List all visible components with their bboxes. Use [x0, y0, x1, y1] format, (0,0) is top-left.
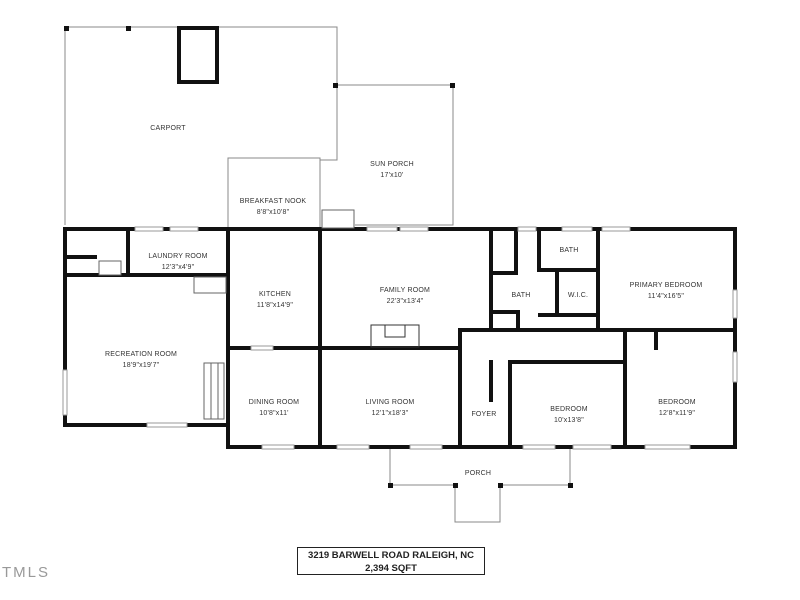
room-size: 17'x10' — [380, 172, 404, 179]
room-size: 22'3"x13'4" — [386, 298, 424, 305]
room-label-bath: BATH — [512, 290, 531, 301]
room-name: BREAKFAST NOOK — [239, 198, 307, 205]
room-size: 18'9"x19'7" — [122, 362, 160, 369]
room-label-breakfast-nook: BREAKFAST NOOK 8'8"x10'8" — [240, 196, 306, 218]
breakfast-nook-outline — [227, 157, 321, 229]
room-name: SUN PORCH — [370, 161, 414, 168]
outdoor-outlines — [64, 26, 571, 523]
room-label-bedroom-1: BEDROOM 10'x13'8" — [550, 404, 588, 426]
room-label-bath-upper: BATH — [560, 245, 579, 256]
room-label-wic: W.I.C. — [568, 290, 588, 301]
sun-porch-outline — [337, 84, 454, 226]
room-label-dining-room: DINING ROOM 10'8"x11' — [249, 397, 299, 419]
room-size: 11'8"x14'9" — [256, 302, 294, 309]
chimney — [177, 26, 219, 84]
room-name: PORCH — [464, 470, 492, 477]
room-size: 12'3"x4'9" — [161, 264, 195, 271]
room-label-family-room: FAMILY ROOM 22'3"x13'4" — [380, 285, 430, 307]
stairs — [98, 209, 355, 420]
room-name: DINING ROOM — [248, 399, 300, 406]
room-label-sun-porch: SUN PORCH 17'x10' — [370, 159, 414, 181]
fireplace — [370, 324, 420, 348]
room-name: W.I.C. — [567, 292, 589, 299]
room-size: 12'1"x18'3" — [371, 410, 409, 417]
room-label-living-room: LIVING ROOM 12'1"x18'3" — [366, 397, 415, 419]
room-label-kitchen: KITCHEN 11'8"x14'9" — [257, 289, 293, 311]
room-name: LIVING ROOM — [365, 399, 415, 406]
room-name: CARPORT — [150, 125, 186, 132]
room-label-laundry-room: LAUNDRY ROOM 12'3"x4'9" — [148, 251, 207, 273]
room-size: 8'8"x10'8" — [256, 209, 290, 216]
room-name: LAUNDRY ROOM — [148, 253, 208, 260]
mls-logo: TMLS — [2, 564, 51, 581]
room-name: RECREATION ROOM — [104, 351, 178, 358]
carport-outline — [64, 26, 338, 225]
room-name: PRIMARY BEDROOM — [629, 282, 703, 289]
room-name: BEDROOM — [550, 406, 588, 413]
room-size: 10'x13'8" — [554, 417, 584, 424]
address-caption: 3219 BARWELL ROAD RALEIGH, NC 2,394 SQFT — [297, 547, 485, 575]
room-name: BEDROOM — [658, 399, 696, 406]
room-label-carport: CARPORT — [150, 123, 186, 134]
room-size: 12'8"x11'9" — [658, 410, 696, 417]
room-label-porch: PORCH — [465, 468, 491, 479]
posts — [64, 26, 573, 488]
room-size: 11'4"x16'5" — [647, 293, 685, 300]
room-label-bedroom-2: BEDROOM 12'8"x11'9" — [658, 397, 696, 419]
room-name: BATH — [559, 247, 579, 254]
room-label-foyer: FOYER — [471, 409, 496, 420]
room-name: KITCHEN — [258, 291, 292, 298]
windows — [62, 226, 738, 450]
room-label-recreation-room: RECREATION ROOM 18'9"x19'7" — [105, 349, 177, 371]
address-text: 3219 BARWELL ROAD RALEIGH, NC — [308, 550, 474, 561]
porch-outline — [389, 447, 571, 523]
room-name: BATH — [511, 292, 531, 299]
room-label-primary-bedroom: PRIMARY BEDROOM 11'4"x16'5" — [630, 280, 703, 302]
room-size: 10'8"x11' — [259, 410, 289, 417]
room-name: FAMILY ROOM — [379, 287, 431, 294]
square-footage: 2,394 SQFT — [365, 563, 417, 574]
room-name: FOYER — [471, 411, 497, 418]
